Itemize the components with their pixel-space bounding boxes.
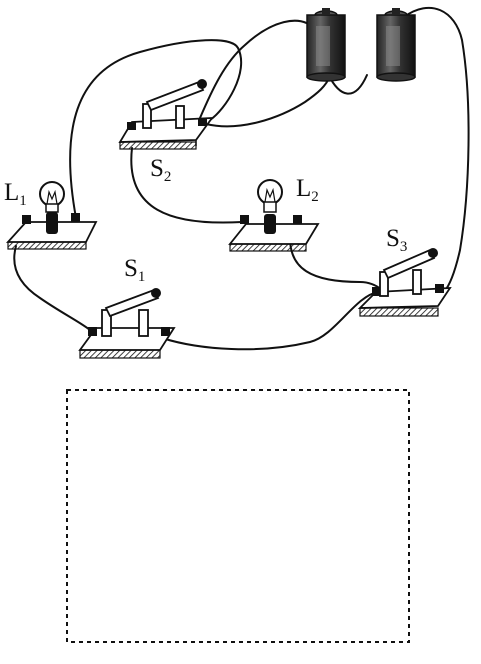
wire-s2-to-battery (205, 75, 331, 128)
battery-cell-right (376, 8, 416, 82)
battery-pack (306, 8, 416, 82)
battery-cell-left (306, 8, 346, 82)
wire-s1-to-s3 (161, 291, 379, 351)
wire-s2-to-l2 (130, 147, 243, 224)
label-s2: S2 (150, 155, 171, 185)
drawing-box (66, 389, 410, 643)
label-l2: L2 (296, 175, 319, 205)
label-s1: S1 (124, 255, 145, 285)
wire-l1-to-s1 (13, 245, 91, 331)
switch-s2 (118, 79, 214, 150)
switch-s1 (78, 288, 176, 359)
lamp-l2 (228, 179, 320, 252)
switch-s3 (357, 248, 452, 317)
wire-battery-left-to-s2 (199, 19, 317, 119)
label-l1: L1 (4, 179, 27, 209)
wires (13, 6, 470, 351)
label-s3: S3 (386, 225, 407, 255)
lamp-l1 (5, 181, 98, 250)
wire-battery-right-to-s3 (403, 6, 470, 293)
wire-l1-to-s2 (69, 39, 243, 219)
